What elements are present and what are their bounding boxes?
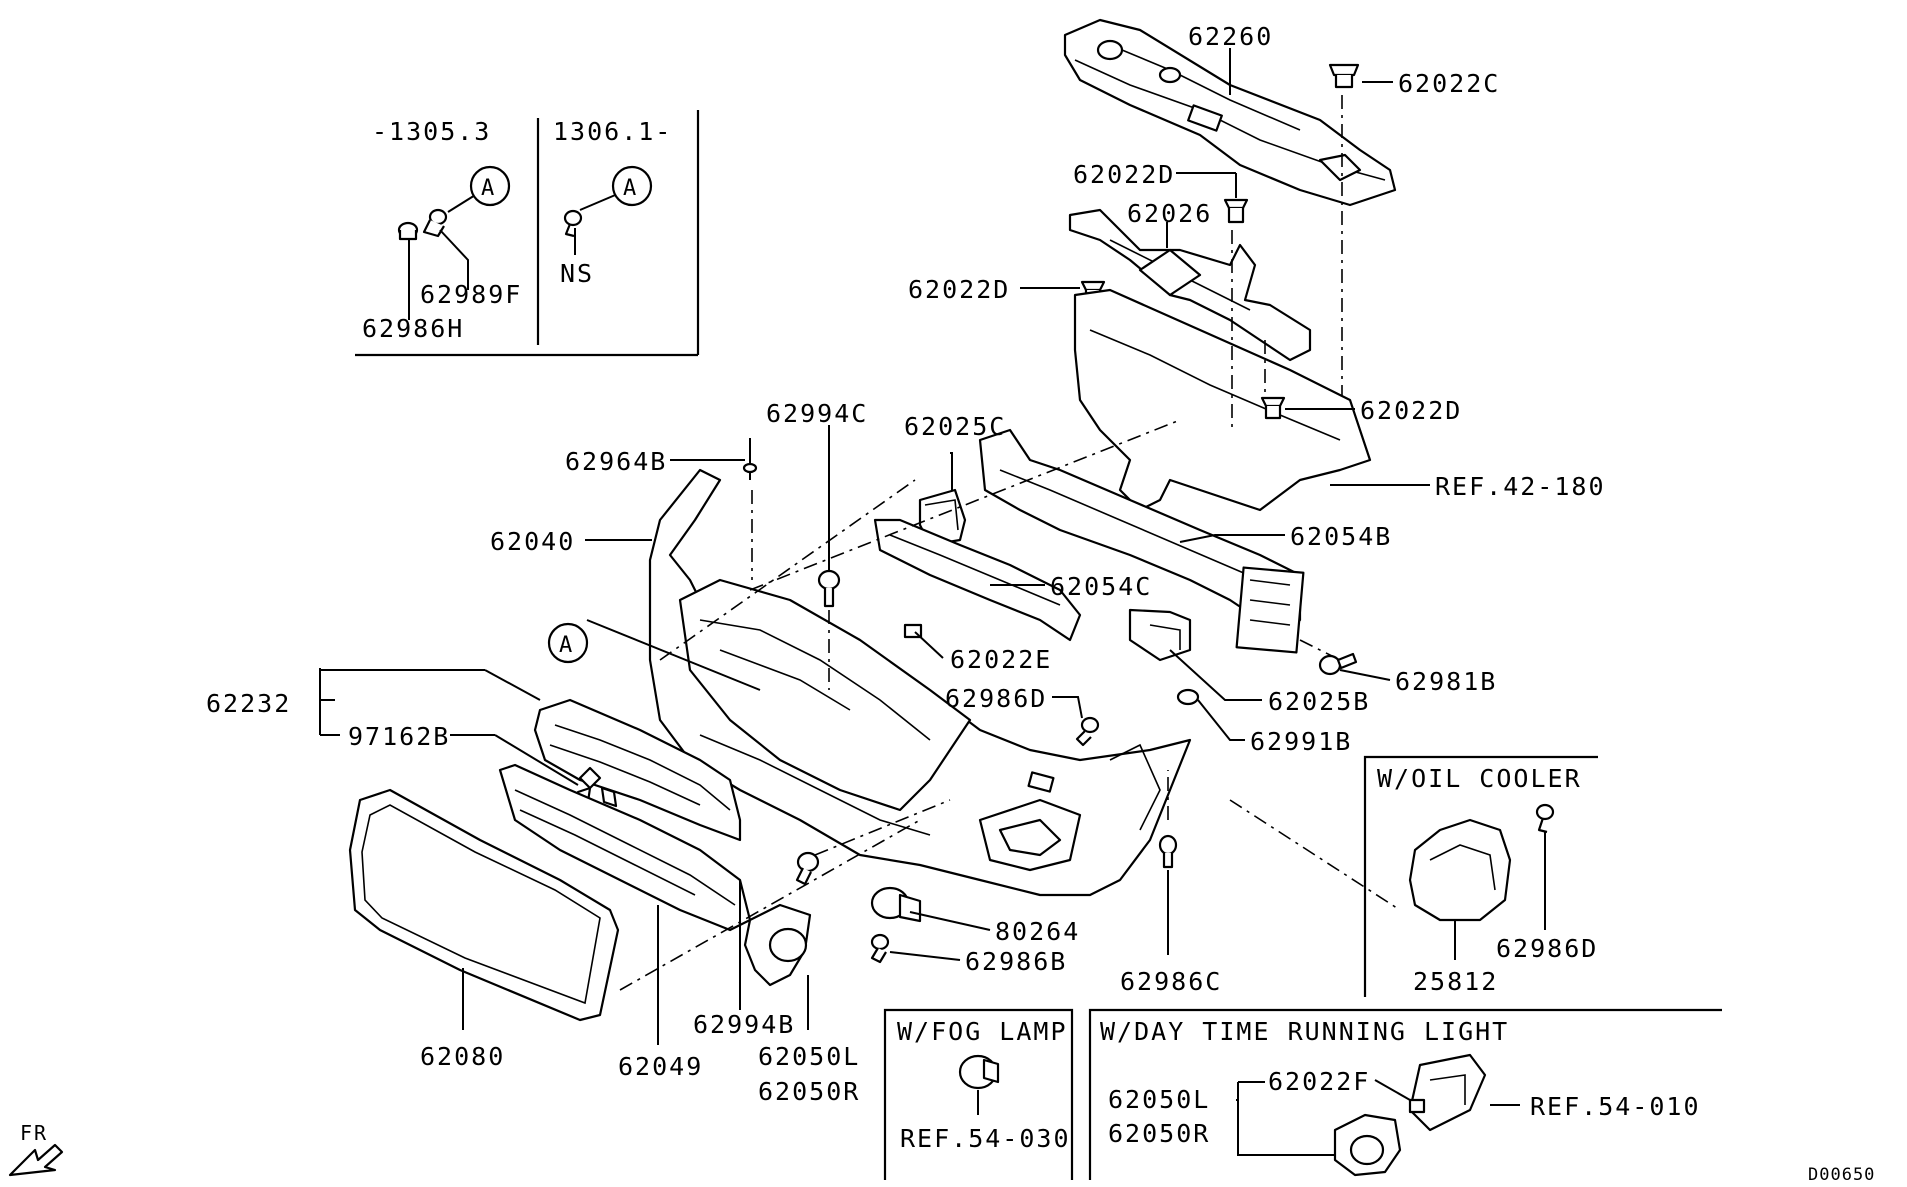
- screw-icon: [563, 209, 583, 238]
- bolt-62994B-icon: [795, 851, 820, 886]
- part-62050L-label: 62050L: [758, 1042, 860, 1071]
- part-62022F-label: 62022F: [1268, 1067, 1370, 1096]
- push-clip-62022D-upper-icon: [1223, 198, 1249, 224]
- part-62050R-drl-label: 62050R: [1108, 1119, 1210, 1148]
- fog-lamp-box-title: W/FOG LAMP: [897, 1017, 1068, 1046]
- screw-62986C-icon: [1158, 834, 1178, 869]
- ref-42-180-label: REF.42-180: [1435, 472, 1606, 501]
- drl-lamp-icon: [1408, 1053, 1487, 1132]
- part-62022E-label: 62022E: [950, 645, 1052, 674]
- callout-a-letter-after: A: [623, 176, 636, 201]
- callout-a-main-letter: A: [559, 633, 572, 658]
- part-62986C-label: 62986C: [1120, 967, 1222, 996]
- callout-circle-a-after: [611, 165, 653, 207]
- drl-bezel-icon: [1333, 1113, 1402, 1177]
- absorber-62025C: [918, 488, 967, 547]
- callout-circle-a-main: [547, 622, 589, 664]
- part-62054C-label: 62054C: [1050, 572, 1152, 601]
- version-before-label: -1305.3: [372, 117, 491, 146]
- ref-54-030-label: REF.54-030: [900, 1124, 1071, 1153]
- part-ns-label: NS: [560, 259, 594, 288]
- upper-grille-62232: [533, 698, 742, 842]
- ref-54-010-label: REF.54-010: [1530, 1092, 1701, 1121]
- pin-62964B-icon: [742, 438, 758, 480]
- screw-62986D-oil-icon: [1535, 803, 1555, 834]
- clip-62991B-icon: [1176, 688, 1200, 706]
- screw-62986D-icon: [1075, 716, 1100, 747]
- part-62994C-label: 62994C: [766, 399, 868, 428]
- upper-beam-62054C: [873, 518, 1082, 642]
- part-62986H-label: 62986H: [362, 314, 464, 343]
- part-62040-label: 62040: [490, 527, 575, 556]
- part-62232-label: 62232: [206, 689, 291, 718]
- part-62994B-label: 62994B: [693, 1010, 795, 1039]
- part-25812-label: 25812: [1413, 967, 1498, 996]
- grommet-clip-icon: [397, 221, 419, 241]
- bumper-reinforcement-62054B: [978, 428, 1305, 654]
- push-clip-62022C-icon: [1328, 63, 1360, 89]
- part-62025C-label: 62025C: [904, 412, 1006, 441]
- bolt-62994C-icon: [817, 569, 841, 608]
- part-62964B-label: 62964B: [565, 447, 667, 476]
- screw-clip-icon: [422, 208, 448, 238]
- fog-bezel-62050L: [743, 903, 812, 987]
- part-62025B-label: 62025B: [1268, 687, 1370, 716]
- oil-cooler-duct-25812: [1408, 818, 1512, 922]
- part-62049-label: 62049: [618, 1052, 703, 1081]
- part-62050L-drl-label: 62050L: [1108, 1085, 1210, 1114]
- part-62986D-oil-label: 62986D: [1496, 934, 1598, 963]
- part-62986B-label: 62986B: [965, 947, 1067, 976]
- bracket-62026: [1068, 208, 1312, 362]
- part-62981B-label: 62981B: [1395, 667, 1497, 696]
- part-62054B-label: 62054B: [1290, 522, 1392, 551]
- part-80264-label: 80264: [995, 917, 1080, 946]
- part-62022D-middle-label: 62022D: [908, 275, 1010, 304]
- screw-62986B-icon: [870, 933, 890, 964]
- drl-box: W/DAY TIME RUNNING LIGHT 62022F REF.54-0…: [1088, 1008, 1722, 1180]
- absorber-62025B: [1128, 608, 1192, 662]
- part-97162B-label: 97162B: [348, 722, 450, 751]
- part-62260-label: 62260: [1188, 22, 1273, 51]
- part-62986D-upper-label: 62986D: [945, 684, 1047, 713]
- part-62050R-label: 62050R: [758, 1077, 860, 1106]
- part-62026-label: 62026: [1127, 199, 1212, 228]
- diagram-id-label: D00650: [1808, 1165, 1875, 1185]
- callout-circle-a: [469, 165, 511, 207]
- part-62022D-lower-label: 62022D: [1360, 396, 1462, 425]
- part-62080-label: 62080: [420, 1042, 505, 1071]
- part-62989F-label: 62989F: [420, 280, 522, 309]
- push-clip-62022D-lower-icon: [1260, 396, 1286, 420]
- oil-cooler-title: W/OIL COOLER: [1377, 764, 1582, 793]
- bolt-62981B-icon: [1318, 652, 1358, 676]
- front-direction-label: FR: [20, 1121, 48, 1145]
- version-inset: -1305.3 1306.1- A 62989F 62986H A NS: [355, 110, 700, 357]
- reinforcement-panel: [1073, 288, 1372, 512]
- bumper-cover-62040: [648, 468, 1192, 897]
- grille-garnish-62080: [348, 788, 620, 1022]
- fog-lamp-icon: [958, 1054, 1000, 1090]
- part-62022D-upper-label: 62022D: [1073, 160, 1175, 189]
- clip-62022F-icon: [1408, 1098, 1426, 1114]
- part-62022C-label: 62022C: [1398, 69, 1500, 98]
- fog-lamp-box: W/FOG LAMP REF.54-030: [883, 1008, 1074, 1180]
- callout-a-letter: A: [481, 176, 494, 201]
- front-direction-arrow-icon: [8, 1143, 64, 1177]
- drl-box-title: W/DAY TIME RUNNING LIGHT: [1100, 1017, 1509, 1046]
- fog-lamp-80264: [870, 886, 922, 923]
- part-62991B-label: 62991B: [1250, 727, 1352, 756]
- oil-cooler-box: W/OIL COOLER 62986D 25812: [1363, 755, 1598, 997]
- version-after-label: 1306.1-: [553, 117, 672, 146]
- upper-cover-62260: [1063, 18, 1397, 207]
